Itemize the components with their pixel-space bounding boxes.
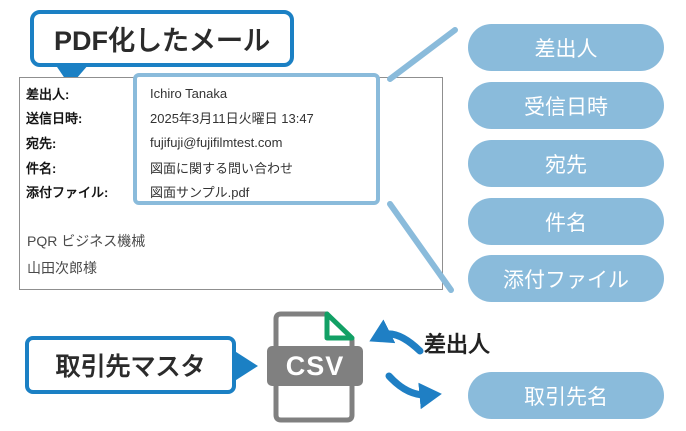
tag-pill-attachment-label: 添付ファイル [503, 268, 629, 292]
arrow-to-partner-icon [385, 372, 442, 410]
pdf-email-callout: PDF化したメール [30, 10, 294, 67]
partner-name-pill-label: 取引先名 [524, 385, 608, 409]
email-field-value-sender: Ichiro Tanaka [150, 85, 228, 101]
email-field-label-subject: 件名: [26, 160, 57, 176]
email-body-line-company: PQR ビジネス機械 [27, 232, 146, 249]
sender-map-label: 差出人 [424, 332, 491, 357]
email-field-value-attachment: 図面サンプル.pdf [150, 185, 250, 201]
tag-pill-received-datetime: 受信日時 [468, 82, 664, 129]
arrow-to-csv-icon [369, 319, 424, 355]
csv-band-label: CSV [267, 346, 363, 386]
email-field-label-sent-date: 送信日時: [26, 111, 83, 127]
email-body-text: PQR ビジネス機械 山田次郎様 [27, 227, 145, 281]
pdf-email-callout-label: PDF化したメール [54, 26, 270, 56]
tag-pill-attachment: 添付ファイル [468, 255, 664, 302]
tag-pill-to: 宛先 [468, 140, 664, 187]
email-body-line-name: 山田次郎様 [27, 259, 97, 276]
tag-pill-sender: 差出人 [468, 24, 664, 71]
callout-pointer-right-icon [233, 350, 258, 382]
email-header-highlight-box [133, 73, 380, 205]
tag-pill-subject-label: 件名 [545, 211, 587, 235]
email-field-label-sender: 差出人: [26, 86, 70, 102]
tag-pill-to-label: 宛先 [545, 153, 587, 177]
connector-line-top [387, 27, 458, 82]
email-field-values: Ichiro Tanaka 2025年3月11日火曜日 13:47 fujifu… [150, 81, 314, 204]
csv-fold-corner-icon [324, 311, 355, 341]
tag-pill-received-datetime-label: 受信日時 [524, 95, 608, 119]
partner-name-pill: 取引先名 [468, 372, 664, 419]
email-field-label-to: 宛先: [26, 135, 57, 151]
partner-master-callout: 取引先マスタ [25, 336, 236, 394]
email-field-value-to: fujifuji@fujifilmtest.com [150, 134, 283, 150]
tag-pill-subject: 件名 [468, 198, 664, 245]
email-field-value-sent-date: 2025年3月11日火曜日 13:47 [150, 111, 314, 127]
email-field-labels: 差出人: 送信日時: 宛先: 件名: 添付ファイル: [26, 81, 108, 204]
email-field-label-attachment: 添付ファイル: [26, 185, 109, 201]
csv-file-icon: CSV [267, 311, 363, 431]
partner-master-callout-label: 取引先マスタ [55, 353, 206, 381]
tag-pill-sender-label: 差出人 [534, 37, 598, 61]
email-field-value-subject: 図面に関する問い合わせ [150, 160, 294, 176]
